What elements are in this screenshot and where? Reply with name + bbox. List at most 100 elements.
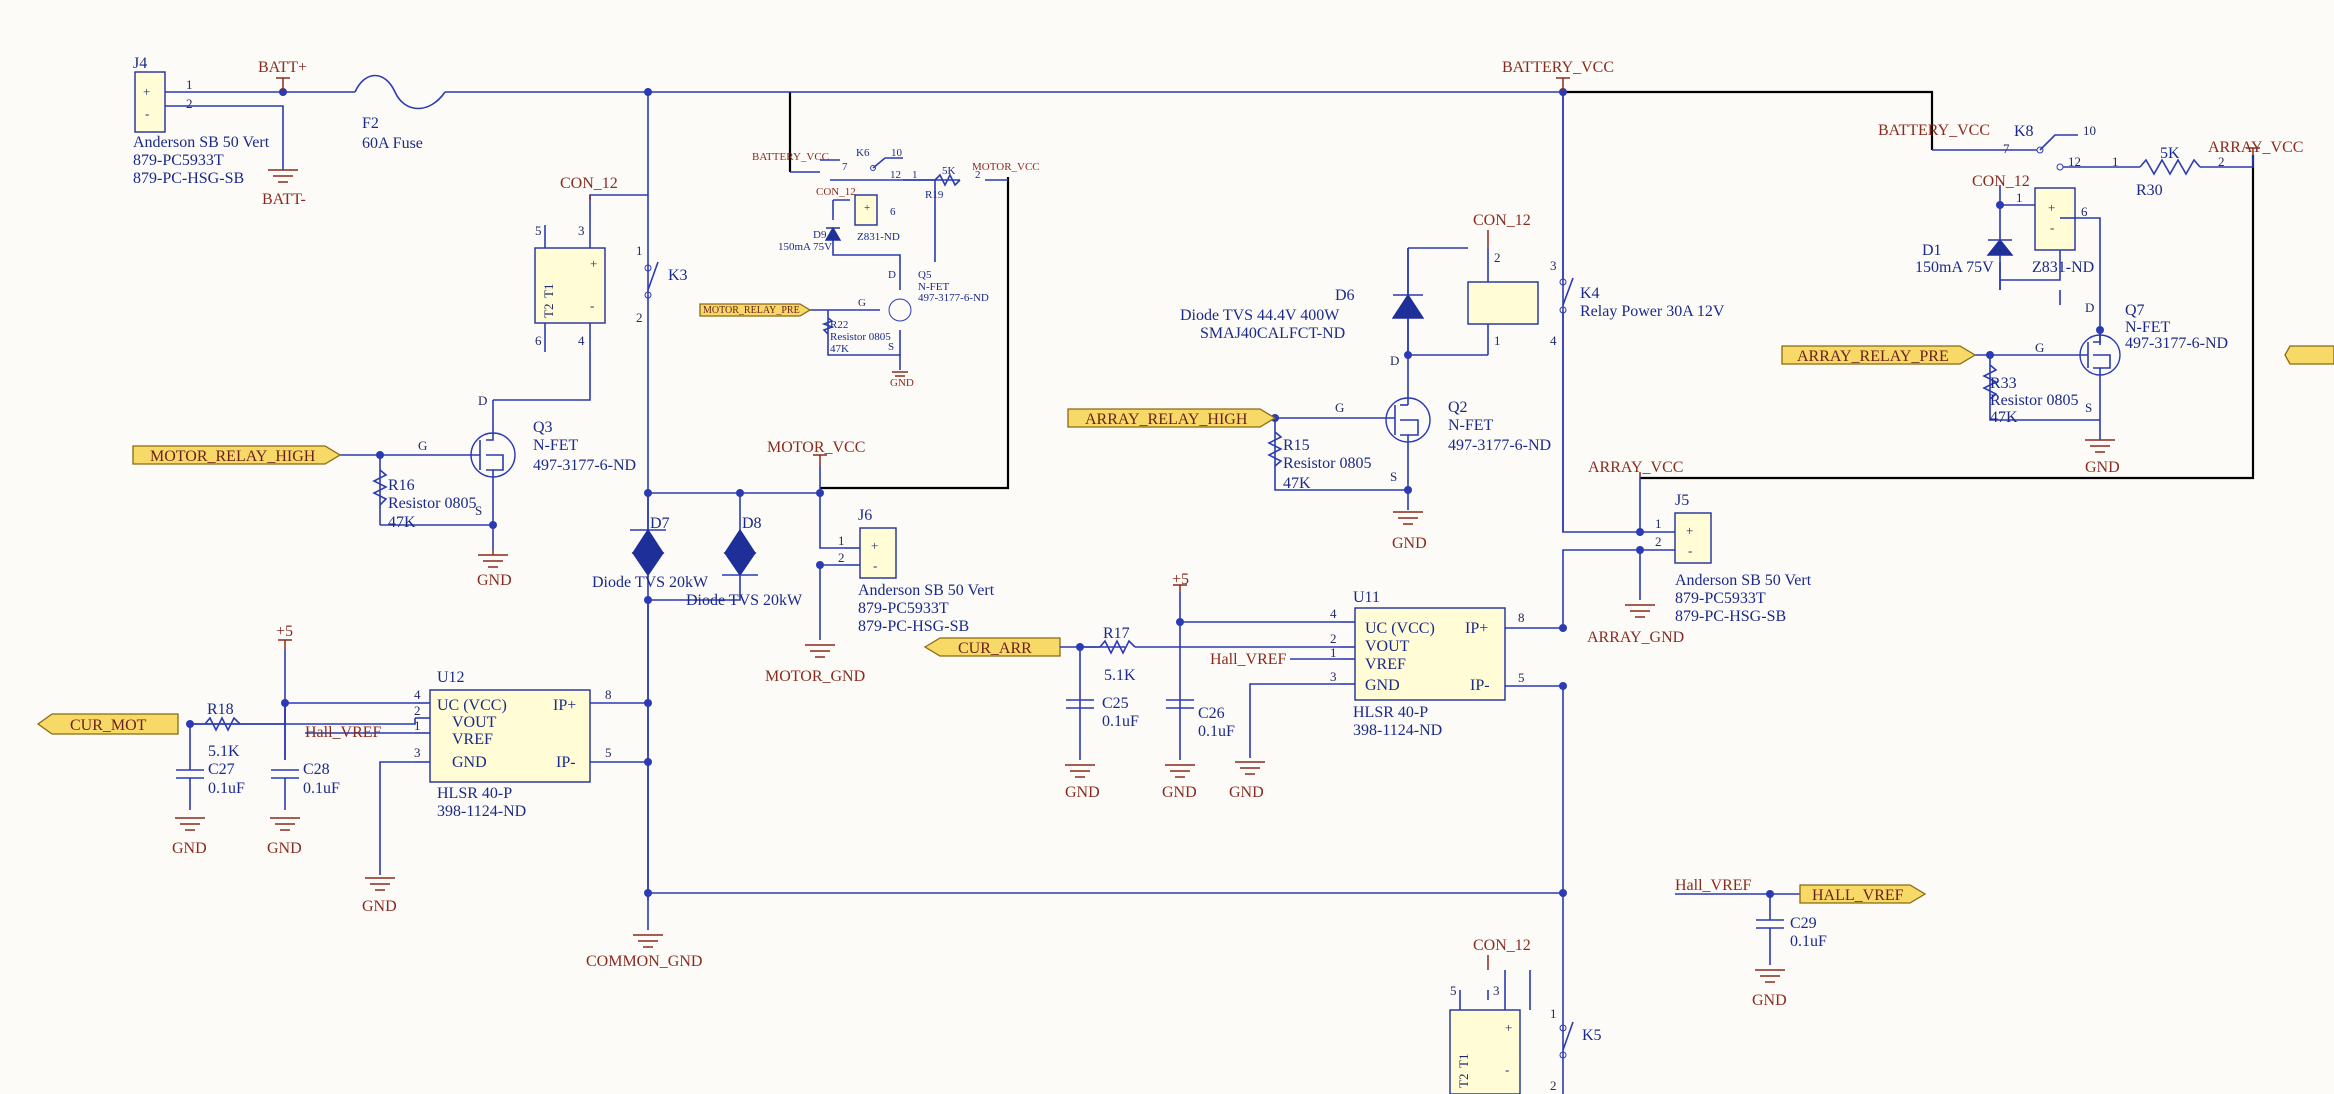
wiring bbox=[189, 91, 2254, 1094]
svg-text:Hall_VREF: Hall_VREF bbox=[1675, 877, 1752, 894]
svg-text:5: 5 bbox=[535, 223, 542, 238]
gnd-q2: GND bbox=[1392, 511, 1427, 552]
svg-text:Relay Power 30A 12V: Relay Power 30A 12V bbox=[1580, 303, 1725, 320]
port-array-relay-high[interactable]: ARRAY_RELAY_HIGH bbox=[1067, 408, 1277, 428]
svg-text:8: 8 bbox=[605, 687, 612, 702]
port-motor-relay-high[interactable]: MOTOR_RELAY_HIGH bbox=[132, 445, 342, 465]
diode-d1[interactable]: D1 150mA 75V bbox=[1915, 238, 2061, 281]
net-array-gnd: ARRAY_GND bbox=[1587, 604, 1684, 646]
svg-text:C28: C28 bbox=[303, 761, 330, 778]
svg-text:CON_12: CON_12 bbox=[816, 186, 856, 198]
gnd-c27: GND bbox=[172, 817, 207, 857]
resistor-r17[interactable]: R17 5.1K bbox=[1080, 625, 1136, 684]
svg-text:D: D bbox=[478, 393, 487, 408]
svg-text:U11: U11 bbox=[1353, 589, 1380, 606]
svg-text:1: 1 bbox=[912, 169, 918, 181]
port-cur-arr[interactable]: CUR_ARR bbox=[923, 637, 1061, 657]
svg-text:0.1uF: 0.1uF bbox=[1790, 933, 1827, 950]
small-k6-block[interactable]: BATTERY_VCC K6 10 7 12 1 5K R19 2 MOTOR_… bbox=[752, 147, 1040, 389]
svg-text:3: 3 bbox=[1550, 258, 1557, 273]
svg-text:IP-: IP- bbox=[1470, 677, 1490, 694]
svg-text:2: 2 bbox=[414, 703, 421, 718]
svg-text:BATT-: BATT- bbox=[262, 191, 306, 208]
port-hall-vref[interactable]: HALL_VREF bbox=[1799, 884, 1927, 904]
svg-text:5: 5 bbox=[605, 745, 612, 760]
sensor-u11[interactable]: UC (VCC) VOUT VREF GND IP+ IP- 4 2 1 3 8… bbox=[1330, 589, 1525, 739]
relay-k4[interactable]: 2 1 3 4 K4 Relay Power 30A 12V bbox=[1467, 250, 1725, 348]
gnd-c25: GND bbox=[1065, 764, 1100, 801]
j4-label2: 879-PC5933T bbox=[133, 152, 224, 169]
svg-text:2: 2 bbox=[1655, 534, 1662, 549]
capacitor-c29[interactable]: C29 0.1uF bbox=[1756, 915, 1827, 950]
connector-j6[interactable]: + - 1 2 J6 Anderson SB 50 Vert 879-PC593… bbox=[838, 507, 995, 635]
svg-text:7: 7 bbox=[842, 161, 848, 173]
capacitor-c25[interactable]: C25 0.1uF bbox=[1066, 695, 1139, 730]
capacitor-c28[interactable]: C28 0.1uF bbox=[271, 761, 340, 810]
gnd-u11: GND bbox=[1229, 761, 1265, 801]
svg-text:ARRAY_VCC: ARRAY_VCC bbox=[1588, 459, 1683, 476]
svg-text:Z831-ND: Z831-ND bbox=[2032, 259, 2094, 276]
z831-block[interactable]: + - 1 6 Z831-ND bbox=[2010, 187, 2094, 276]
resistor-r30[interactable]: 1 5K R30 2 bbox=[2112, 145, 2225, 199]
svg-text:C25: C25 bbox=[1102, 695, 1129, 712]
svg-text:U12: U12 bbox=[437, 669, 465, 686]
fuse-f2[interactable]: F2 60A Fuse bbox=[354, 74, 446, 153]
capacitor-c26[interactable]: C26 0.1uF bbox=[1166, 699, 1235, 740]
svg-text:CON_12: CON_12 bbox=[1972, 173, 2030, 190]
svg-text:COMMON_GND: COMMON_GND bbox=[586, 953, 702, 970]
svg-text:CON_12: CON_12 bbox=[1473, 937, 1531, 954]
port-array-relay-pre[interactable]: ARRAY_RELAY_PRE bbox=[1781, 345, 1977, 365]
svg-text:C27: C27 bbox=[208, 761, 235, 778]
relay-t1-left[interactable]: CON_12 + - T1 T2 5 3 6 4 1 2 K3 bbox=[534, 175, 688, 352]
svg-text:0.1uF: 0.1uF bbox=[303, 780, 340, 797]
svg-text:1: 1 bbox=[2112, 154, 2119, 169]
svg-text:T1: T1 bbox=[541, 284, 556, 298]
mosfet-q3[interactable]: D G S Q3 N-FET 497-3177-6-ND bbox=[418, 393, 636, 518]
svg-text:R33: R33 bbox=[1990, 375, 2017, 392]
svg-text:S: S bbox=[888, 341, 894, 353]
tvs-d7[interactable]: D7 Diode TVS 20kW bbox=[592, 515, 709, 591]
f2-ref: F2 bbox=[362, 115, 379, 132]
relay-t1-bottom[interactable]: 5 3 + - T1 T2 1 2 K5 bbox=[1449, 970, 1602, 1094]
port-cur-mot[interactable]: CUR_MOT bbox=[36, 713, 179, 735]
svg-text:GND: GND bbox=[1752, 992, 1787, 1009]
net-con12-bottom: CON_12 bbox=[1473, 937, 1531, 970]
svg-text:MOTOR_RELAY_PRE: MOTOR_RELAY_PRE bbox=[703, 305, 800, 316]
svg-text:GND: GND bbox=[477, 572, 512, 589]
k3-ref: K3 bbox=[668, 267, 688, 284]
capacitor-c27[interactable]: C27 0.1uF bbox=[176, 755, 245, 810]
svg-text:-: - bbox=[2050, 220, 2054, 235]
svg-text:12: 12 bbox=[2068, 154, 2081, 169]
connector-j4[interactable]: + - 1 2 J4 Anderson SB 50 Vert 879-PC593… bbox=[133, 55, 270, 187]
sensor-u12[interactable]: UC (VCC) VOUT VREF GND IP+ IP- 4 2 1 3 8… bbox=[414, 669, 612, 820]
svg-text:Q5: Q5 bbox=[918, 269, 932, 281]
svg-text:47K: 47K bbox=[1283, 475, 1311, 492]
svg-text:D1: D1 bbox=[1922, 242, 1942, 259]
svg-text:-: - bbox=[873, 558, 877, 573]
svg-text:GND: GND bbox=[1162, 784, 1197, 801]
svg-text:879-PC5933T: 879-PC5933T bbox=[1675, 590, 1766, 607]
svg-text:+: + bbox=[2048, 200, 2055, 215]
svg-text:K8: K8 bbox=[2014, 123, 2034, 140]
svg-text:Resistor 0805: Resistor 0805 bbox=[1283, 455, 1371, 472]
tvs-d8[interactable]: D8 Diode TVS 20kW bbox=[686, 515, 803, 609]
svg-text:2: 2 bbox=[1550, 1078, 1557, 1093]
svg-text:5.1K: 5.1K bbox=[1104, 667, 1136, 684]
svg-text:MOTOR_GND: MOTOR_GND bbox=[765, 668, 865, 685]
svg-text:G: G bbox=[1335, 400, 1344, 415]
resistor-r16[interactable]: R16 Resistor 0805 47K bbox=[372, 469, 476, 531]
resistor-r15[interactable]: R15 Resistor 0805 47K bbox=[1267, 431, 1371, 492]
relay-k8[interactable]: K8 7 10 12 bbox=[1990, 123, 2096, 171]
resistor-r18[interactable]: R18 5.1K bbox=[204, 701, 241, 760]
black-routing bbox=[788, 90, 2255, 490]
svg-text:D: D bbox=[2085, 300, 2094, 315]
port-motor-relay-pre[interactable]: MOTOR_RELAY_PRE bbox=[699, 303, 812, 317]
mosfet-q7[interactable]: D G S Q7 N-FET 497-3177-6-ND bbox=[2035, 300, 2228, 415]
svg-text:R19: R19 bbox=[925, 189, 944, 201]
svg-text:R22: R22 bbox=[830, 319, 848, 331]
svg-text:R16: R16 bbox=[388, 477, 415, 494]
resistor-r33[interactable]: R33 Resistor 0805 47K bbox=[1982, 364, 2078, 426]
mosfet-q2[interactable]: G S Q2 N-FET 497-3177-6-ND bbox=[1335, 397, 1551, 484]
connector-j5[interactable]: + - 1 2 J5 Anderson SB 50 Vert 879-PC593… bbox=[1652, 492, 1812, 625]
tvs-d6[interactable]: D6 Diode TVS 44.4V 400W SMAJ40CALFCT-ND … bbox=[1180, 248, 1425, 368]
